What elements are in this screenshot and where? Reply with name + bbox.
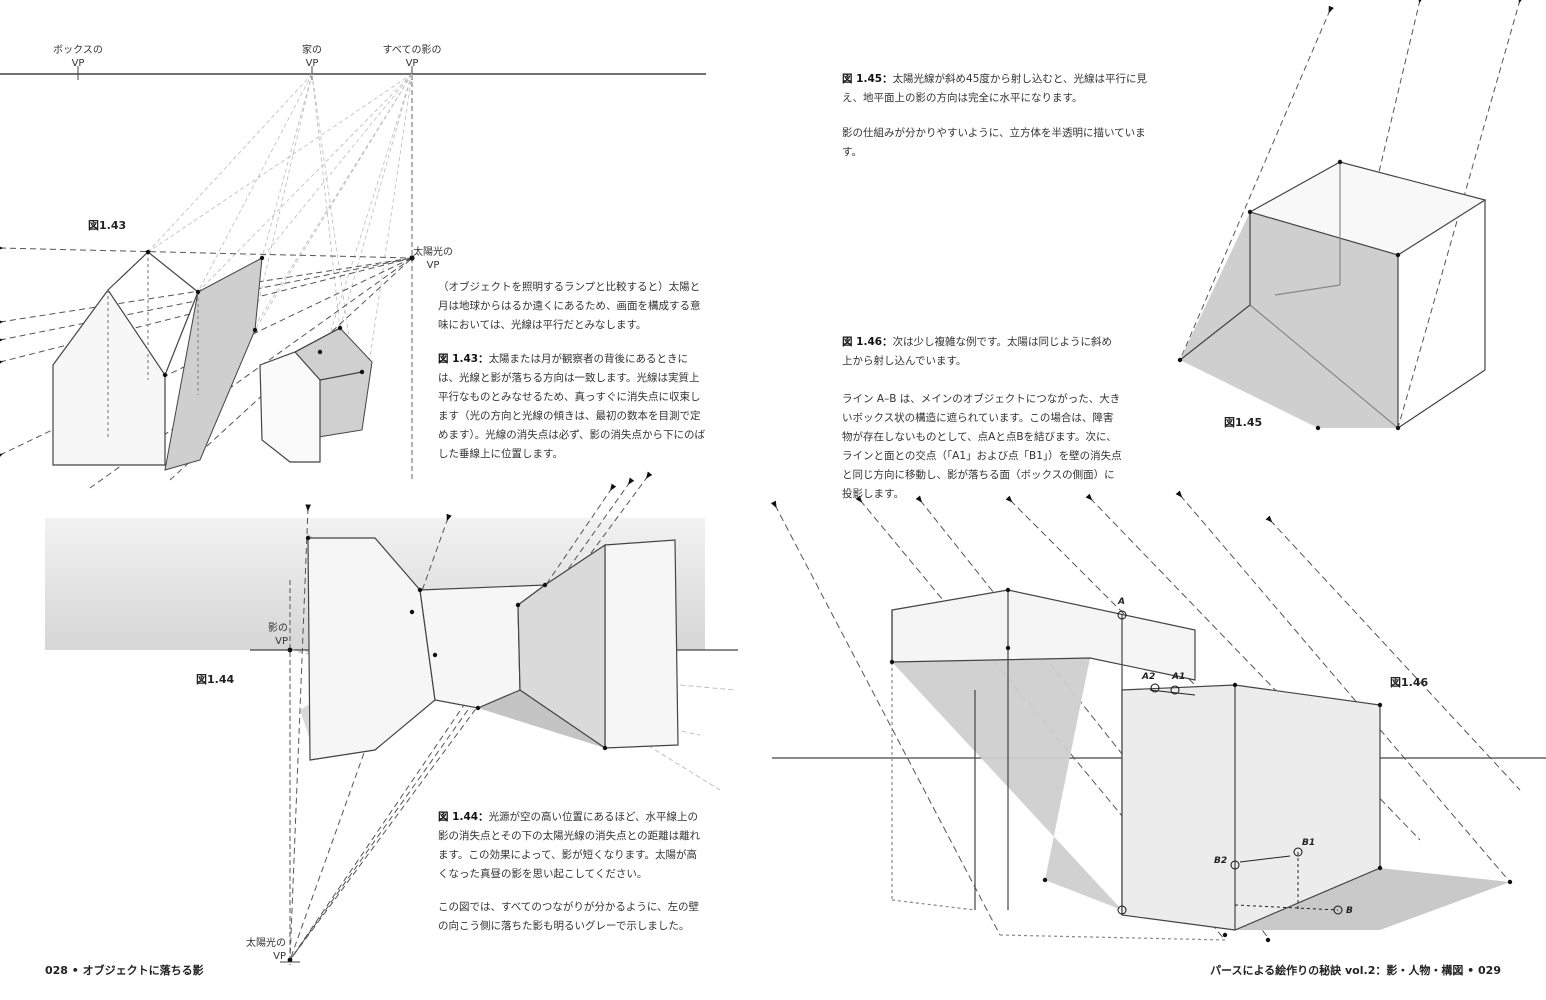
corridor-walls [307,537,679,761]
point-a-label: A [1118,597,1125,607]
sun-vp-bottom-label-line1: 太陽光の [246,938,286,949]
sun-vp-top-label-line2: VP [426,260,440,271]
sun-vp-bottom-label-line2: VP [273,951,286,962]
box-vp-label: ボックスの VP [48,44,108,70]
caption-1-44-text: 光源が空の高い位置にあるほど、水平線上の影の消失点とその下の太陽光線の消失点との… [438,811,701,880]
structure-1-46 [891,589,1381,941]
fig-1-45-label: 図1.45 [1224,416,1263,429]
fig-1-46-circles [1117,610,1343,915]
caption-1-45-label: 図 1.45： [842,73,893,85]
fig-1-46-label: 図1.46 [1390,676,1429,689]
caption-1-43: 図 1.43：太陽または月が観察者の背後にあるときには、光線と影が落ちる方向は一… [438,350,706,464]
fig-1-46-points [889,587,1513,943]
point-b2-label: B2 [1214,856,1228,866]
shadow-vp-label-line1: 影の [268,623,288,634]
fig-1-44-points [287,535,608,963]
house-vp-label-line2: VP [305,58,319,69]
all-shadows-vp-label: すべての影の VP [372,44,452,70]
caption-1-44: 図 1.44：光源が空の高い位置にあるほど、水平線上の影の消失点とその下の太陽光… [438,808,706,884]
house-vp-label: 家の VP [287,44,337,70]
house-shadow [164,257,263,471]
caption-1-44-note: この図では、すべてのつながりが分かるように、左の壁の向こう側に落ちた影も明るいグ… [438,901,700,932]
box-vp-label-line1: ボックスの [53,45,103,56]
point-a2-label: A2 [1142,672,1156,682]
sun-vp-bottom-label: 太陽光の VP [230,937,286,963]
caption-1-43-text: 太陽または月が観察者の背後にあるときには、光線と影が落ちる方向は一致します。光線… [438,353,706,460]
intro-paragraph: （オブジェクトを照明するランプと比較すると）太陽と月は地球からはるか遠くにあるた… [438,281,701,331]
left-page-footer: 028 • オブジェクトに落ちる影 [45,964,204,977]
fig-1-43-points [145,249,415,378]
small-box-drawing [259,327,363,463]
shadow-vp-label: 影の VP [252,622,288,648]
shadow-vp-label-line2: VP [275,636,288,647]
point-b-label: B [1346,906,1353,916]
sun-vp-top-label: 太陽光の VP [408,246,458,272]
all-shadows-vp-label-line2: VP [405,58,419,69]
main-shadow-1-46 [892,590,1122,910]
fig-1-44-label: 図1.44 [196,673,235,686]
point-b1-label: B1 [1302,838,1316,848]
fig-1-45-points [1177,159,1401,431]
cube-drawing [1179,161,1487,429]
caption-1-44-label: 図 1.44： [438,811,489,823]
caption-1-46: 図 1.46：次は少し複雑な例です。太陽は同じように斜め上から射し込んでいます。 [842,333,1122,371]
caption-1-46-label: 図 1.46： [842,336,893,348]
sun-vp-top-label-line1: 太陽光の [413,247,453,258]
caption-1-43-label: 図 1.43： [438,353,489,365]
all-shadows-vp-label-line1: すべての影の [382,45,442,56]
house-vp-label-line1: 家の [302,45,322,56]
caption-1-46-note: ライン A–B は、メインのオブジェクトにつながった、大きいボックス状の構造に遮… [842,393,1122,500]
house-drawing [52,251,199,466]
point-a1-label: A1 [1172,672,1186,682]
caption-1-45-text: 太陽光線が斜め45度から射し込むと、光線は平行に見え、地平面上の影の方向は完全に… [842,73,1148,104]
cube-shadow [1180,212,1398,428]
right-page-footer: パースによる絵作りの秘訣 vol.2：影・人物・構図 • 029 [1210,964,1501,977]
caption-1-45-note: 影の仕組みが分かりやすいように、立方体を半透明に描いています。 [842,127,1146,158]
caption-1-46-text: 次は少し複雑な例です。太陽は同じように斜め上から射し込んでいます。 [842,336,1113,367]
caption-1-45: 図 1.45：太陽光線が斜め45度から射し込むと、光線は平行に見え、地平面上の影… [842,70,1160,108]
box-vp-label-line2: VP [71,58,85,69]
fig-1-43-label: 図1.43 [88,219,127,232]
